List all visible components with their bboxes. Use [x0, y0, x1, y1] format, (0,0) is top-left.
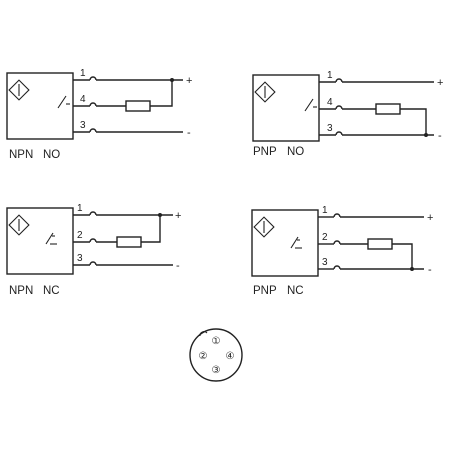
load-resistor — [125, 100, 151, 112]
transistor-type-label: PNP — [253, 285, 277, 297]
plug-4-icon — [89, 102, 97, 107]
plus-sign: + — [175, 210, 181, 222]
switch-nc-icon — [45, 232, 57, 245]
minus-sign: - — [438, 130, 442, 142]
plus-sign: + — [186, 75, 192, 87]
transistor-type-label: NPN — [9, 285, 33, 297]
pin-label: 1 — [327, 70, 333, 81]
sensor-symbol-icon — [8, 79, 30, 101]
transistor-type-label: PNP — [253, 146, 277, 158]
load-resistor — [375, 103, 401, 115]
minus-sign: - — [187, 127, 191, 139]
minus-sign: - — [428, 264, 432, 276]
plug-3-icon — [89, 128, 97, 133]
diagram-pnp-nc: 1 2 3 + - PNP NC — [251, 205, 433, 297]
plug-3-icon — [89, 261, 97, 266]
connector-pinout: ① ② ④ ③ — [189, 328, 243, 382]
sensor-body — [6, 72, 74, 140]
connector-pin-4: ④ — [226, 351, 235, 362]
plug-2-icon — [89, 238, 97, 243]
connector-pin-1: ① — [212, 336, 221, 347]
switch-mode-label: NO — [287, 146, 304, 158]
pin-label: 2 — [77, 230, 83, 241]
minus-sign: - — [176, 260, 180, 272]
sensor-symbol-icon — [253, 216, 275, 238]
plug-2-icon — [333, 240, 341, 245]
connector-pin-3: ③ — [212, 365, 221, 376]
plus-sign: + — [427, 212, 433, 224]
pin-label: 3 — [327, 123, 333, 134]
connector-face-icon — [189, 328, 243, 382]
switch-no-icon — [304, 98, 317, 112]
switch-mode-label: NC — [43, 285, 60, 297]
plug-3-icon — [333, 265, 341, 270]
sensor-body — [6, 207, 74, 275]
transistor-type-label: NPN — [9, 149, 33, 161]
pin-label: 1 — [77, 203, 83, 214]
pin-label: 2 — [322, 232, 328, 243]
pin-label: 3 — [80, 120, 86, 131]
plus-sign: + — [437, 77, 443, 89]
pin-label: 1 — [322, 205, 328, 216]
sensor-body — [251, 209, 319, 277]
diagram-npn-nc: 1 2 3 + - NPN NC — [6, 203, 181, 297]
pin-label: 4 — [80, 94, 86, 105]
connector-pin-2: ② — [199, 351, 208, 362]
switch-no-icon — [57, 95, 70, 109]
sensor-symbol-icon — [8, 214, 30, 236]
plug-3-icon — [335, 131, 343, 136]
plug-4-icon — [335, 105, 343, 110]
sensor-body — [252, 74, 320, 142]
load-resistor — [367, 238, 393, 250]
pin-label: 4 — [327, 97, 333, 108]
pin-label: 1 — [80, 68, 86, 79]
plug-1-icon — [333, 213, 341, 218]
connector-key-notch-icon — [199, 331, 208, 337]
switch-nc-icon — [290, 236, 302, 249]
plug-1-icon — [335, 78, 343, 83]
sensor-symbol-icon — [254, 81, 276, 103]
diagram-npn-no: 1 4 3 + - NPN NO — [6, 68, 192, 161]
load-resistor — [116, 236, 142, 248]
plug-1-icon — [89, 76, 97, 81]
plug-1-icon — [89, 211, 97, 216]
pin-label: 3 — [77, 253, 83, 264]
switch-mode-label: NO — [43, 149, 60, 161]
switch-mode-label: NC — [287, 285, 304, 297]
pin-label: 3 — [322, 257, 328, 268]
diagram-pnp-no: 1 4 3 + - PNP NO — [252, 70, 443, 158]
